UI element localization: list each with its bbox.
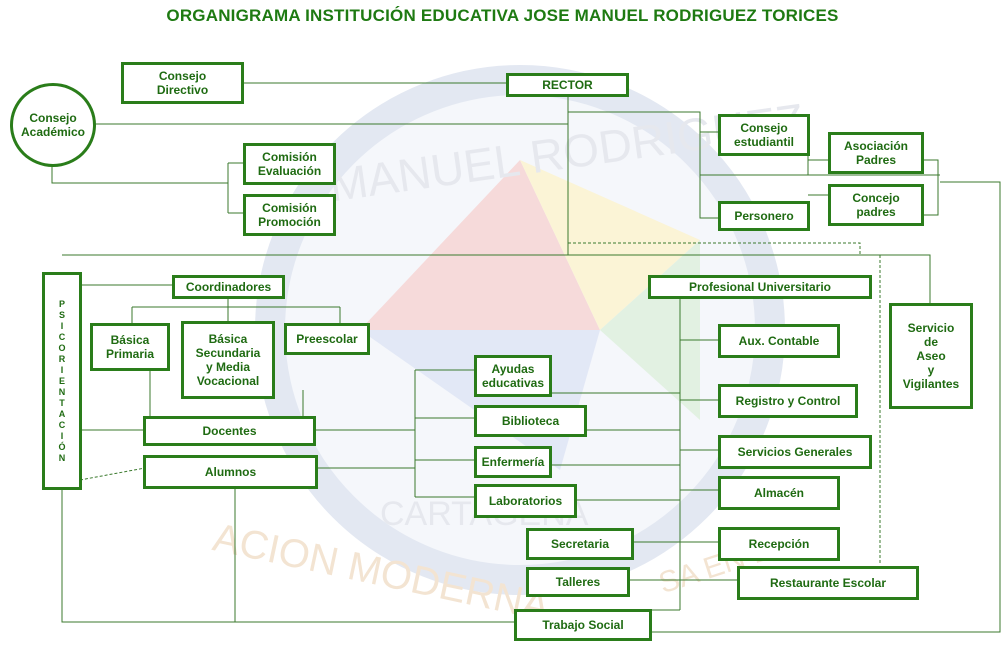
node-trabajo-social: Trabajo Social xyxy=(514,609,652,641)
node-basica-primaria: Básica Primaria xyxy=(90,323,170,371)
node-consejo-academico: Consejo Académico xyxy=(10,83,96,167)
connector-estudiantil-padres xyxy=(807,150,830,196)
connector-secretaria-talleres xyxy=(628,541,680,611)
connector-psico-alumnos xyxy=(79,467,146,481)
page-title: ORGANIGRAMA INSTITUCIÓN EDUCATIVA JOSE M… xyxy=(166,6,839,25)
node-servicio-aseo: Servicio de Aseo y Vigilantes xyxy=(889,303,973,409)
node-comision-evaluacion: Comisión Evaluación xyxy=(243,143,336,185)
node-personero: Personero xyxy=(718,201,810,231)
node-biblioteca: Biblioteca xyxy=(474,405,587,437)
node-coordinadores: Coordinadores xyxy=(172,275,285,299)
node-comision-promocion: Comisión Promoción xyxy=(243,194,336,236)
node-restaurante-escolar: Restaurante Escolar xyxy=(737,566,919,600)
node-talleres: Talleres xyxy=(526,567,630,597)
node-recepcion: Recepción xyxy=(718,527,840,561)
node-registro-control: Registro y Control xyxy=(718,384,858,418)
emblem-yellow-segment xyxy=(520,160,700,330)
connector-coord-levels xyxy=(131,297,341,325)
node-laboratorios: Laboratorios xyxy=(474,484,577,518)
connector-services-profesional xyxy=(550,392,680,501)
node-aux-contable: Aux. Contable xyxy=(718,324,840,358)
node-consejo-directivo: Consejo Directivo xyxy=(121,62,244,104)
node-psicorientacion: P S I C O R I E N T A C I Ó N xyxy=(42,272,82,490)
node-concejo-padres: Concejo padres xyxy=(828,184,924,226)
connector-profesional-units xyxy=(680,339,738,581)
connector-main-horizontal xyxy=(62,254,931,305)
node-almacen: Almacén xyxy=(718,476,840,510)
connector-docentes-services xyxy=(314,369,476,498)
node-preescolar: Preescolar xyxy=(284,323,370,355)
node-alumnos: Alumnos xyxy=(143,455,318,489)
connector-academico-comisiones xyxy=(51,162,245,214)
node-basica-secundaria: Básica Secundaria y Media Vocacional xyxy=(181,321,275,399)
connector-rector-estudiantil xyxy=(568,111,720,219)
node-secretaria: Secretaria xyxy=(526,528,634,560)
node-asociacion-padres: Asociación Padres xyxy=(828,132,924,174)
connector-padres-right xyxy=(700,159,940,216)
node-servicios-generales: Servicios Generales xyxy=(718,435,872,469)
node-rector: RECTOR xyxy=(506,73,629,97)
node-profesional-universitario: Profesional Universitario xyxy=(648,275,872,299)
connector-dashed-top xyxy=(568,242,861,255)
connector-levels-docentes xyxy=(149,370,304,418)
node-consejo-estudiantil: Consejo estudiantil xyxy=(718,114,810,156)
node-docentes: Docentes xyxy=(143,416,316,446)
connector-left-bottom xyxy=(61,490,516,623)
connector-right-edge xyxy=(652,181,1001,633)
node-enfermeria: Enfermería xyxy=(474,446,552,478)
node-ayudas-educativas: Ayudas educativas xyxy=(474,355,552,397)
